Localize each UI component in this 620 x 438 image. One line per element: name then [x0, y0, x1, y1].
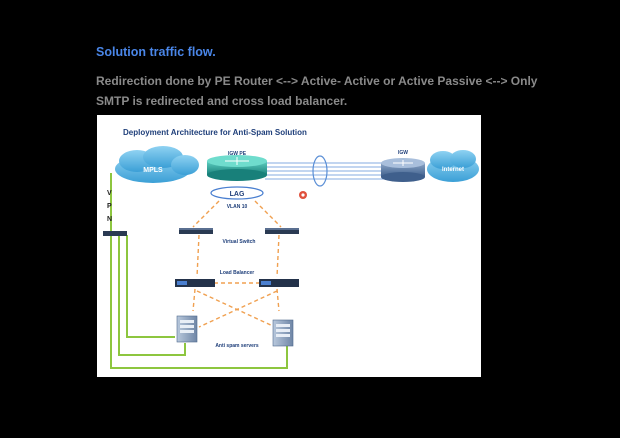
virtual-switch-right-icon [265, 228, 299, 234]
slide-title: Solution traffic flow. [96, 45, 216, 59]
lag-label: LAG [230, 191, 245, 198]
green-link-vpn-to-server-left [118, 235, 186, 356]
diagram-canvas: Deployment Architecture for Anti-Spam So… [103, 128, 479, 369]
green-link-mpls-to-server-right [110, 173, 288, 369]
green-link-vpn-to-server-left-2 [126, 235, 175, 338]
vlan-label: VLAN 10 [227, 204, 248, 210]
diagram-title: Deployment Architecture for Anti-Spam So… [123, 128, 307, 137]
slide-body: Redirection done by PE Router <--> Activ… [96, 71, 538, 111]
load-balancer-label: Load Balancer [220, 270, 255, 276]
internet-cloud-icon [427, 150, 479, 182]
virtual-switch-left-icon [179, 228, 213, 234]
vpn-device-icon [103, 231, 127, 236]
green-links [110, 173, 288, 369]
anti-spam-server-right-icon [272, 319, 294, 347]
igw-label: IGW [398, 150, 408, 156]
anti-spam-server-left-icon [176, 315, 198, 343]
architecture-diagram: Deployment Architecture for Anti-Spam So… [97, 115, 481, 377]
igw-pe-router-icon [207, 155, 267, 181]
virtual-switch-label: Virtual Switch [223, 239, 256, 245]
anti-spam-servers-label: Anti spam servers [215, 343, 259, 349]
igw-router-icon [381, 158, 425, 182]
load-balancer-right-icon [259, 279, 299, 287]
lag-ellipse [210, 186, 264, 200]
mpls-label: MPLS [143, 167, 163, 174]
mpls-cloud-icon [115, 146, 199, 183]
vpn-letter-v: V [107, 190, 112, 197]
load-balancer-left-icon [175, 279, 215, 287]
link-bundle-ring [312, 155, 328, 187]
slide-body-line-2: SMTP is redirected and cross load balanc… [96, 94, 348, 108]
internet-label: Internet [442, 167, 464, 173]
igw-pe-label: IGW PE [228, 151, 247, 157]
dashed-links [192, 200, 282, 328]
vpn-letter-n: N [107, 216, 112, 223]
vpn-letter-p: P [107, 203, 112, 210]
slide-body-line-1: Redirection done by PE Router <--> Activ… [96, 74, 538, 88]
